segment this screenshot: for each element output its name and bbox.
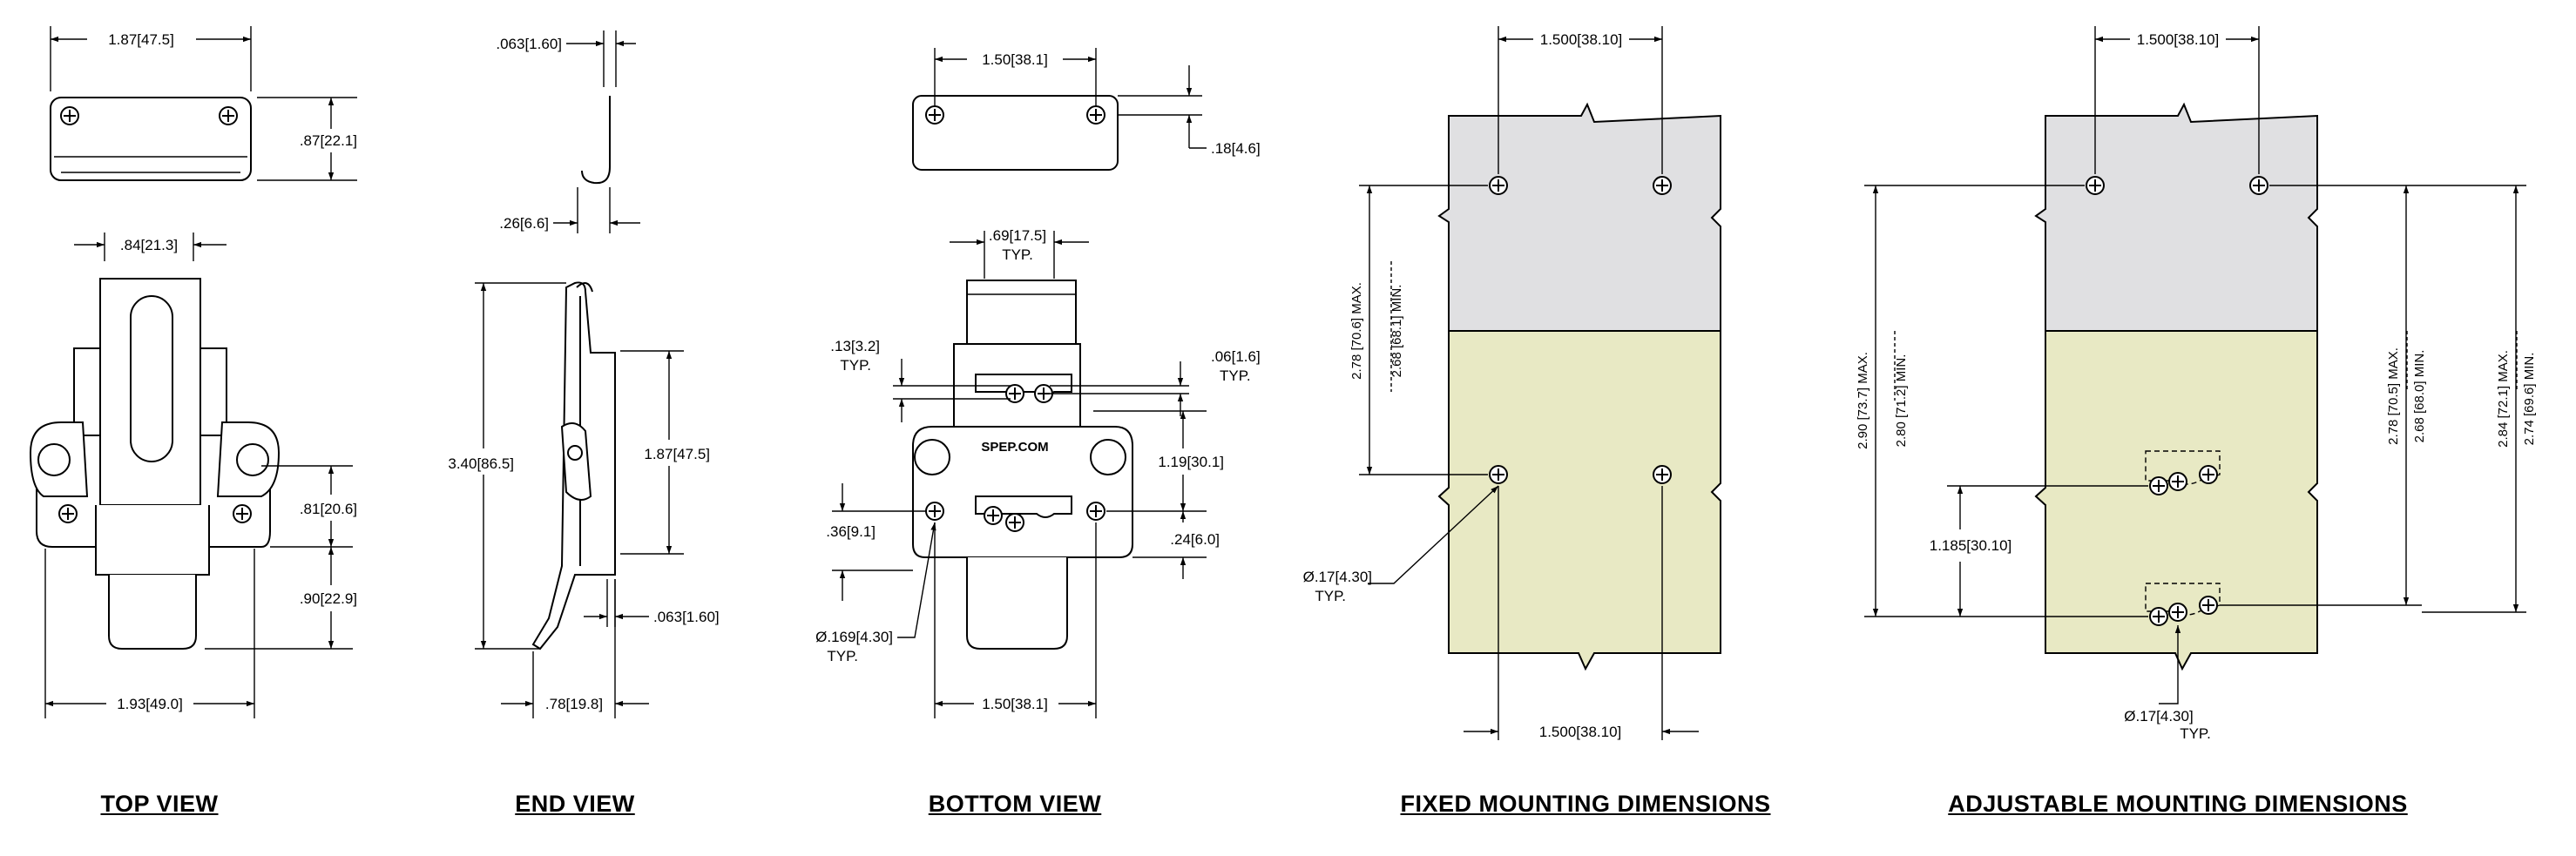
adjustable-hole: Ø.17[4.30] — [2124, 708, 2193, 725]
bottom-view-width-bottom: 1.50[38.1] — [982, 696, 1048, 712]
top-view-height-81: .81[20.6] — [300, 501, 357, 517]
mounting-hole-icon — [1086, 502, 1105, 521]
slot-hole-icon — [984, 506, 1003, 525]
bottom-view-typ-06: TYP. — [1220, 367, 1251, 384]
slot-hole-icon — [1005, 384, 1024, 403]
title-fixed-mounting: FIXED MOUNTING DIMENSIONS — [1400, 791, 1771, 817]
adjustable-max-left: 2.90 [73.7] MAX. — [1856, 352, 1870, 449]
top-view-width-bottom: 1.93[49.0] — [117, 696, 183, 712]
brand-stamp: SPEP.COM — [981, 440, 1048, 455]
end-view-height-187: 1.87[47.5] — [644, 446, 710, 462]
top-view-height-90: .90[22.9] — [300, 590, 357, 607]
title-adjustable-mounting: ADJUSTABLE MOUNTING DIMENSIONS — [1948, 791, 2408, 817]
slot-hole-icon — [1005, 513, 1024, 532]
bottom-view-hole-typ: TYP. — [827, 648, 858, 664]
title-bottom-view: BOTTOM VIEW — [928, 791, 1102, 817]
slot-hole-icon — [2168, 472, 2187, 491]
fixed-width-bottom: 1.500[38.10] — [1539, 724, 1622, 740]
fixed-upper-panel — [1437, 102, 1721, 332]
bottom-view: 1.50[38.1] .18[4.6] SPEP.COM .69[17.5] T… — [815, 48, 1261, 718]
top-view-height-top: .87[22.1] — [300, 132, 357, 149]
end-view: .063[1.60] .26[6.6] 3.40[86.5] 1.87[47.5… — [448, 30, 720, 718]
bottom-view-dim-24: .24[6.0] — [1170, 531, 1220, 548]
bottom-view-typ-69: TYP. — [1002, 246, 1033, 263]
fixed-hole-typ: TYP. — [1315, 588, 1346, 604]
bottom-view-hole: Ø.169[4.30] — [815, 629, 893, 645]
bottom-view-typ-13: TYP. — [840, 357, 871, 374]
fixed-mounting-view: 1.500[38.10] 2.78 [70.6] MAX. 2.68 [68.1… — [1303, 26, 1721, 740]
adjustable-max-mid: 2.78 [70.5] MAX. — [2386, 347, 2401, 445]
fixed-width-top: 1.500[38.10] — [1540, 31, 1623, 48]
end-view-thickness-bottom: .063[1.60] — [653, 609, 720, 625]
adjustable-min-right: 2.74 [69.6] MIN. — [2522, 353, 2537, 446]
end-view-hook — [581, 96, 611, 185]
adjustable-slot: 1.185[30.10] — [1930, 537, 2012, 554]
mounting-hole-icon — [219, 106, 238, 125]
mounting-hole-icon — [925, 105, 944, 125]
fixed-lower-panel — [1437, 330, 1721, 671]
fixed-min: 2.68 [68.1] MIN. — [1389, 285, 1404, 378]
mounting-hole-icon — [1489, 176, 1508, 195]
bottom-view-width-top: 1.50[38.1] — [982, 51, 1048, 68]
fixed-hole: Ø.17[4.30] — [1303, 569, 1372, 585]
adjustable-upper-panel — [2034, 102, 2318, 332]
mounting-hole-icon — [1653, 465, 1672, 484]
top-view-plate — [50, 97, 252, 181]
slot-hole-icon — [2199, 596, 2218, 615]
top-view-width-mid: .84[21.3] — [120, 237, 178, 253]
mounting-hole-icon — [58, 504, 78, 523]
bottom-view-dim-06: .06[1.6] — [1211, 348, 1261, 365]
end-view-height-total: 3.40[86.5] — [448, 455, 514, 472]
mounting-hole-icon — [2086, 176, 2105, 195]
mounting-hole-icon — [1653, 176, 1672, 195]
mounting-hole-icon — [60, 106, 79, 125]
top-view: 1.87[47.5] .87[22.1] .84[21.3] .81[20.6]… — [29, 26, 357, 718]
slot-hole-icon — [2149, 607, 2168, 626]
adjustable-min-mid: 2.68 [68.0] MIN. — [2412, 350, 2427, 443]
mounting-hole-icon — [925, 502, 944, 521]
adjustable-min-left: 2.80 [71.2] MIN. — [1894, 354, 1909, 448]
top-view-width-top: 1.87[47.5] — [108, 31, 174, 48]
slot-hole-icon — [2199, 465, 2218, 484]
mounting-hole-icon — [233, 504, 252, 523]
title-top-view: TOP VIEW — [100, 791, 219, 817]
bottom-view-dim-36: .36[9.1] — [826, 523, 876, 540]
bottom-view-height-18: .18[4.6] — [1211, 140, 1261, 157]
fixed-max: 2.78 [70.6] MAX. — [1349, 282, 1364, 380]
end-view-thickness-top: .063[1.60] — [496, 36, 562, 52]
bottom-view-width-69: .69[17.5] — [989, 227, 1046, 244]
slot-hole-icon — [2149, 476, 2168, 495]
adjustable-max-right: 2.84 [72.1] MAX. — [2496, 350, 2511, 448]
end-view-hook-width: .26[6.6] — [499, 215, 549, 232]
adjustable-mounting-view: 1.500[38.10] 2.90 [73.7] MAX. 2.80 [71.2… — [1856, 26, 2537, 742]
title-end-view: END VIEW — [515, 791, 635, 817]
adjustable-lower-panel — [2034, 330, 2318, 671]
adjustable-hole-typ: TYP. — [2180, 725, 2211, 742]
bottom-view-dim-119: 1.19[30.1] — [1158, 454, 1224, 470]
bottom-view-plate — [912, 95, 1119, 171]
slot-hole-icon — [2168, 603, 2187, 622]
mounting-hole-icon — [1086, 105, 1105, 125]
bottom-view-lever — [966, 280, 1077, 347]
mounting-hole-icon — [2249, 176, 2268, 195]
mounting-hole-icon — [1489, 465, 1508, 484]
end-view-depth-bottom: .78[19.8] — [545, 696, 603, 712]
bottom-view-dim-13: .13[3.2] — [830, 338, 880, 354]
adjustable-width-top: 1.500[38.10] — [2137, 31, 2220, 48]
